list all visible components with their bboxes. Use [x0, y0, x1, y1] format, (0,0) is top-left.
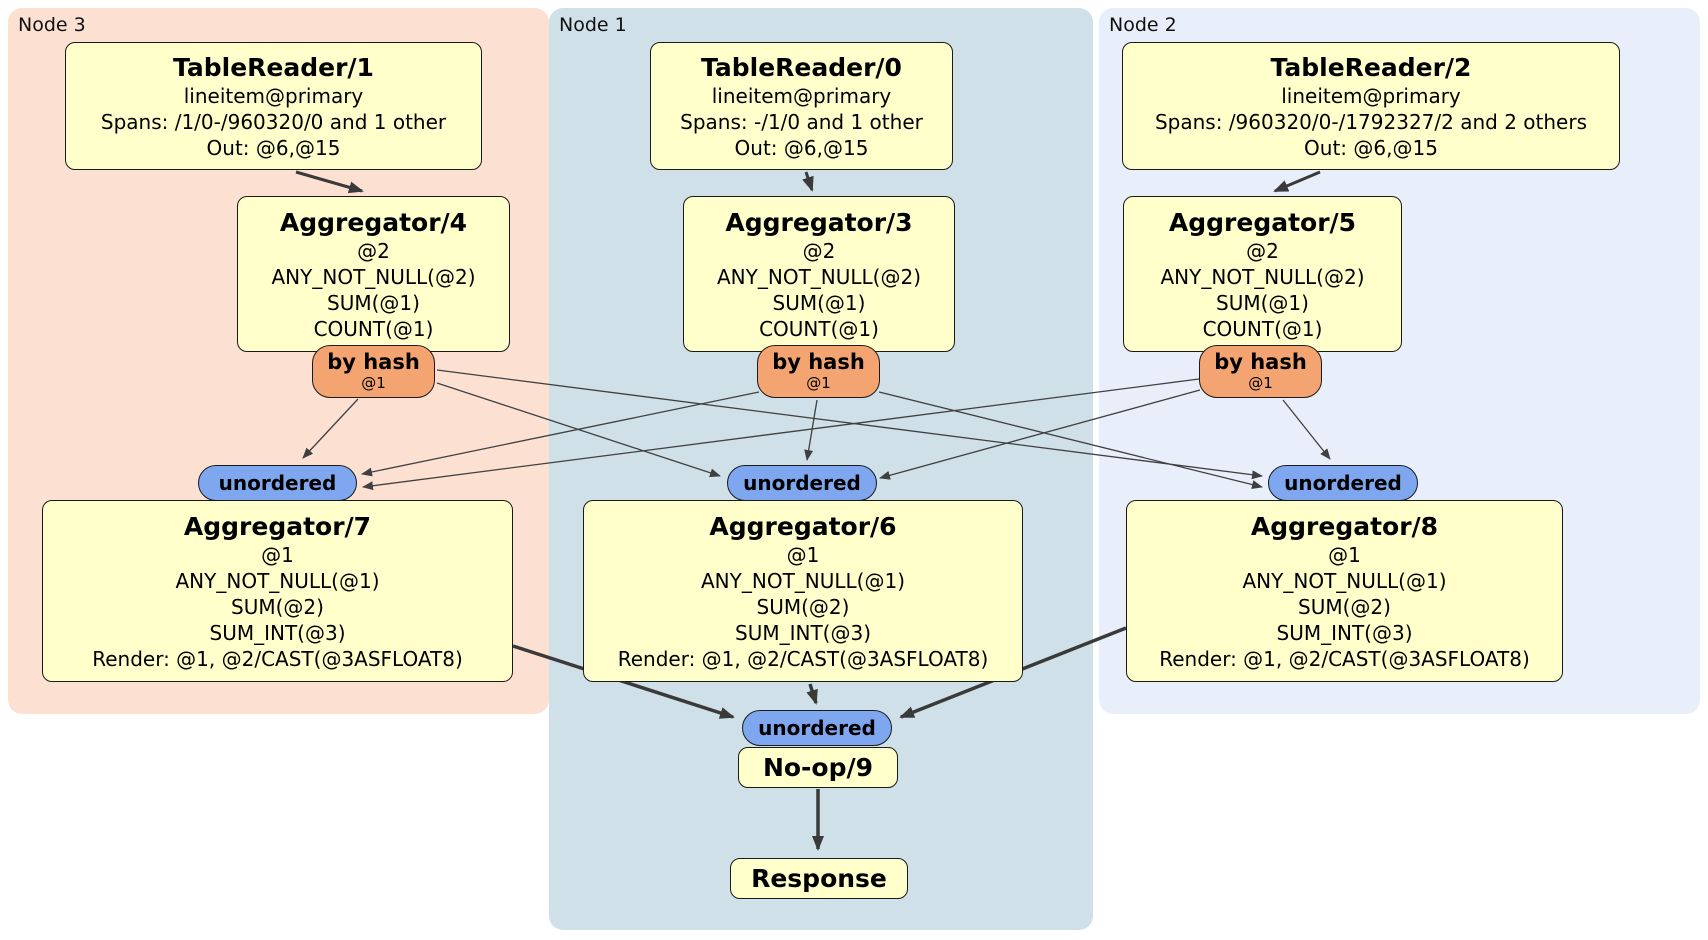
region-node1-label: Node 1: [559, 14, 627, 36]
processor-detail: Out: @6,@15: [206, 135, 341, 160]
processor-detail: Spans: /1/0-/960320/0 and 1 other: [100, 109, 447, 134]
processor-title: Aggregator/4: [279, 207, 468, 237]
processor-detail: COUNT(@1): [759, 316, 879, 341]
processor-tablereader-0: TableReader/0 lineitem@primary Spans: -/…: [650, 42, 953, 170]
processor-detail: SUM(@1): [772, 290, 866, 315]
processor-title: Response: [751, 864, 887, 893]
router-by-hash-node3: by hash @1: [312, 345, 435, 398]
sync-label: unordered: [218, 470, 337, 495]
processor-detail: @2: [1246, 238, 1279, 263]
processor-aggregator-5: Aggregator/5 @2 ANY_NOT_NULL(@2) SUM(@1)…: [1123, 196, 1402, 352]
processor-title: Aggregator/6: [709, 511, 897, 541]
processor-tablereader-2: TableReader/2 lineitem@primary Spans: /9…: [1122, 42, 1620, 170]
edge-tr1-agg4: [295, 170, 364, 194]
processor-aggregator-6: Aggregator/6 @1 ANY_NOT_NULL(@1) SUM(@2)…: [583, 500, 1023, 682]
processor-detail: SUM(@2): [231, 594, 324, 619]
processor-aggregator-4: Aggregator/4 @2 ANY_NOT_NULL(@2) SUM(@1)…: [237, 196, 510, 352]
sync-label: unordered: [743, 470, 861, 495]
edge-byhash3-unordered3: [302, 398, 359, 459]
processor-title: TableReader/1: [173, 52, 374, 82]
processor-aggregator-8: Aggregator/8 @1 ANY_NOT_NULL(@1) SUM(@2)…: [1126, 500, 1563, 682]
processor-detail: SUM_INT(@3): [209, 620, 346, 645]
processor-detail: @1: [1328, 542, 1361, 567]
processor-detail: COUNT(@1): [313, 316, 434, 341]
processor-detail: ANY_NOT_NULL(@1): [1242, 568, 1447, 593]
processor-detail: lineitem@primary: [711, 83, 892, 108]
processor-detail: SUM_INT(@3): [735, 620, 871, 645]
processor-tablereader-1: TableReader/1 lineitem@primary Spans: /1…: [65, 42, 482, 170]
router-by-hash-node1: by hash @1: [757, 345, 880, 398]
processor-title: Aggregator/8: [1250, 511, 1439, 541]
router-hash-column: @1: [806, 374, 831, 392]
edge-byhash2-unordered2: [1282, 399, 1331, 460]
processor-detail: SUM(@1): [327, 290, 420, 315]
processor-title: Aggregator/3: [725, 207, 913, 237]
processor-detail: Spans: /960320/0-/1792327/2 and 2 others: [1154, 109, 1587, 134]
processor-detail: Render: @1, @2/CAST(@3ASFLOAT8): [617, 646, 989, 671]
processor-detail: Out: @6,@15: [734, 135, 869, 160]
edge-byhash1-unordered1: [804, 399, 818, 461]
processor-detail: ANY_NOT_NULL(@2): [1160, 264, 1365, 289]
processor-title: No-op/9: [762, 753, 874, 782]
processor-detail: SUM(@2): [756, 594, 850, 619]
edge-byhash2-unordered3: [362, 378, 1200, 491]
processor-detail: Out: @6,@15: [1304, 135, 1438, 160]
edge-byhash3-unordered2: [436, 369, 1263, 480]
edge-byhash1-unordered2: [878, 391, 1263, 489]
processor-detail: ANY_NOT_NULL(@1): [175, 568, 380, 593]
processor-title: TableReader/0: [701, 52, 902, 82]
router-label: by hash: [1214, 350, 1307, 374]
processor-detail: SUM_INT(@3): [1276, 620, 1413, 645]
edge-byhash2-unordered1: [879, 389, 1201, 480]
edge-byhash1-unordered3: [361, 391, 760, 477]
region-node2-label: Node 2: [1109, 14, 1177, 36]
processor-detail: COUNT(@1): [1202, 316, 1323, 341]
edge-tr0-agg3: [802, 171, 814, 192]
processor-detail: Render: @1, @2/CAST(@3ASFLOAT8): [92, 646, 463, 671]
router-hash-column: @1: [361, 374, 386, 392]
edge-tr2-agg5: [1273, 170, 1321, 193]
processor-detail: @2: [357, 238, 390, 263]
router-label: by hash: [327, 350, 420, 374]
processor-title: Aggregator/7: [183, 511, 372, 541]
processor-detail: SUM(@2): [1298, 594, 1391, 619]
processor-detail: Render: @1, @2/CAST(@3ASFLOAT8): [1159, 646, 1530, 671]
processor-detail: @2: [802, 238, 836, 263]
processor-detail: ANY_NOT_NULL(@1): [701, 568, 905, 593]
router-hash-column: @1: [1248, 374, 1273, 392]
processor-noop-9: No-op/9: [738, 747, 898, 788]
processor-aggregator-3: Aggregator/3 @2 ANY_NOT_NULL(@2) SUM(@1)…: [683, 196, 955, 352]
edge-agg6-unordered-final: [806, 683, 818, 705]
processor-title: Aggregator/5: [1168, 207, 1357, 237]
router-by-hash-node2: by hash @1: [1199, 345, 1322, 398]
processor-detail: ANY_NOT_NULL(@2): [271, 264, 476, 289]
sync-label: unordered: [758, 715, 876, 740]
processor-detail: ANY_NOT_NULL(@2): [717, 264, 921, 289]
sync-label: unordered: [1284, 470, 1402, 495]
processor-detail: SUM(@1): [1216, 290, 1309, 315]
sync-unordered-node3: unordered: [198, 465, 357, 501]
processor-response: Response: [730, 858, 908, 899]
processor-detail: lineitem@primary: [183, 83, 364, 108]
processor-aggregator-7: Aggregator/7 @1 ANY_NOT_NULL(@1) SUM(@2)…: [42, 500, 513, 682]
processor-title: TableReader/2: [1270, 52, 1472, 82]
processor-detail: Spans: -/1/0 and 1 other: [680, 109, 923, 134]
processor-detail: lineitem@primary: [1281, 83, 1461, 108]
router-label: by hash: [772, 350, 865, 374]
sync-unordered-node1: unordered: [727, 465, 877, 501]
sync-unordered-node2: unordered: [1268, 465, 1418, 501]
sync-unordered-final: unordered: [742, 710, 892, 746]
processor-detail: @1: [786, 542, 820, 567]
processor-detail: @1: [261, 542, 294, 567]
region-node3-label: Node 3: [18, 14, 86, 36]
